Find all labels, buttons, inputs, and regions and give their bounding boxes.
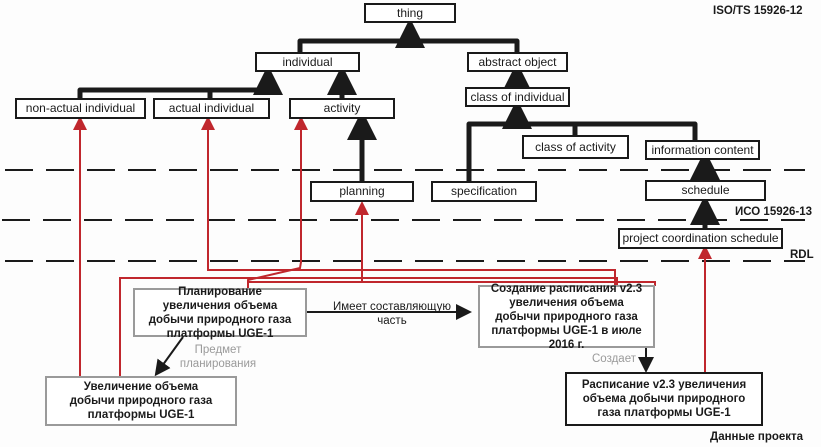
project-increase-text: Увеличение объема добычи природного газа… bbox=[69, 381, 213, 421]
class-information-content-label: information content bbox=[651, 142, 754, 157]
link-nonactual-individual bbox=[77, 65, 283, 100]
relation-has-part-text: Имеет составляющую часть bbox=[333, 301, 451, 327]
class-abstract-object-label: abstract object bbox=[478, 54, 557, 69]
red-link-planning-activity bbox=[247, 116, 308, 288]
layer-title-rdl: RDL bbox=[790, 249, 814, 261]
project-creation-text: Создание расписания v2.3 увеличения объе… bbox=[490, 282, 643, 351]
class-activity-label: activity bbox=[323, 101, 361, 115]
class-actual-individual-label: actual individual bbox=[168, 101, 255, 115]
class-schedule-label: schedule bbox=[681, 183, 730, 197]
class-specification-label: specification bbox=[450, 184, 518, 198]
class-class-of-activity[interactable]: class of activity bbox=[522, 135, 629, 159]
class-thing[interactable]: thing bbox=[364, 3, 456, 23]
project-creation-box[interactable]: Создание расписания v2.3 увеличения объе… bbox=[478, 283, 655, 351]
project-relations bbox=[154, 304, 654, 377]
layer-title-iso-ts-15926-12: ISO/TS 15926-12 bbox=[713, 5, 803, 17]
class-thing-label: thing bbox=[396, 5, 424, 20]
class-class-of-activity-label: class of activity bbox=[535, 139, 616, 154]
class-non-actual-individual-label: non-actual individual bbox=[25, 101, 136, 115]
project-schedule-box[interactable]: Расписание v2.3 увеличения объема добычи… bbox=[565, 372, 763, 426]
project-increase-box[interactable]: Увеличение объема добычи природного газа… bbox=[45, 376, 237, 426]
class-project-coordination-schedule[interactable]: project coordination schedule bbox=[618, 228, 783, 249]
relation-subject-of-planning-text: Предмет планирования bbox=[179, 344, 257, 370]
relation-has-part-label: Имеет составляющую часть bbox=[322, 300, 462, 328]
subject-of-planning-arrow bbox=[154, 336, 184, 377]
layer-separators bbox=[2, 169, 805, 262]
class-abstract-object[interactable]: abstract object bbox=[467, 52, 568, 72]
project-planning-box[interactable]: Планирование увеличения объема добычи пр… bbox=[133, 286, 307, 340]
relation-subject-of-planning-label: Предмет планирования bbox=[173, 343, 263, 371]
layer-title-project-data: Данные проекта bbox=[710, 431, 804, 443]
class-individual[interactable]: individual bbox=[255, 52, 360, 72]
project-planning-text: Планирование увеличения объема добычи пр… bbox=[148, 285, 292, 340]
class-actual-individual[interactable]: actual individual bbox=[153, 98, 270, 119]
link-individual-thing bbox=[297, 38, 520, 52]
class-schedule[interactable]: schedule bbox=[645, 180, 766, 201]
class-class-of-individual-label: class of individual bbox=[470, 89, 565, 104]
project-schedule-text: Расписание v2.3 увеличения объема добычи… bbox=[581, 379, 747, 419]
class-information-content[interactable]: information content bbox=[645, 140, 760, 160]
class-project-coordination-schedule-label: project coordination schedule bbox=[622, 231, 779, 245]
specialization-links bbox=[77, 18, 720, 229]
classification-links bbox=[73, 116, 712, 377]
class-specification[interactable]: specification bbox=[431, 181, 537, 202]
class-planning-label: planning bbox=[339, 184, 385, 198]
class-activity[interactable]: activity bbox=[289, 98, 395, 119]
class-planning[interactable]: planning bbox=[310, 181, 414, 202]
link-spec-classind bbox=[466, 121, 698, 182]
relation-creates-label: Создает bbox=[592, 352, 636, 366]
class-non-actual-individual[interactable]: non-actual individual bbox=[15, 98, 146, 119]
red-link-planning-planning bbox=[247, 201, 369, 288]
red-link-planning-creation bbox=[362, 281, 656, 286]
class-individual-label: individual bbox=[282, 54, 333, 69]
class-class-of-individual[interactable]: class of individual bbox=[465, 87, 570, 107]
layer-title-iso-15926-13: ИСО 15926-13 bbox=[735, 206, 813, 218]
relation-creates-text: Создает bbox=[592, 353, 636, 365]
